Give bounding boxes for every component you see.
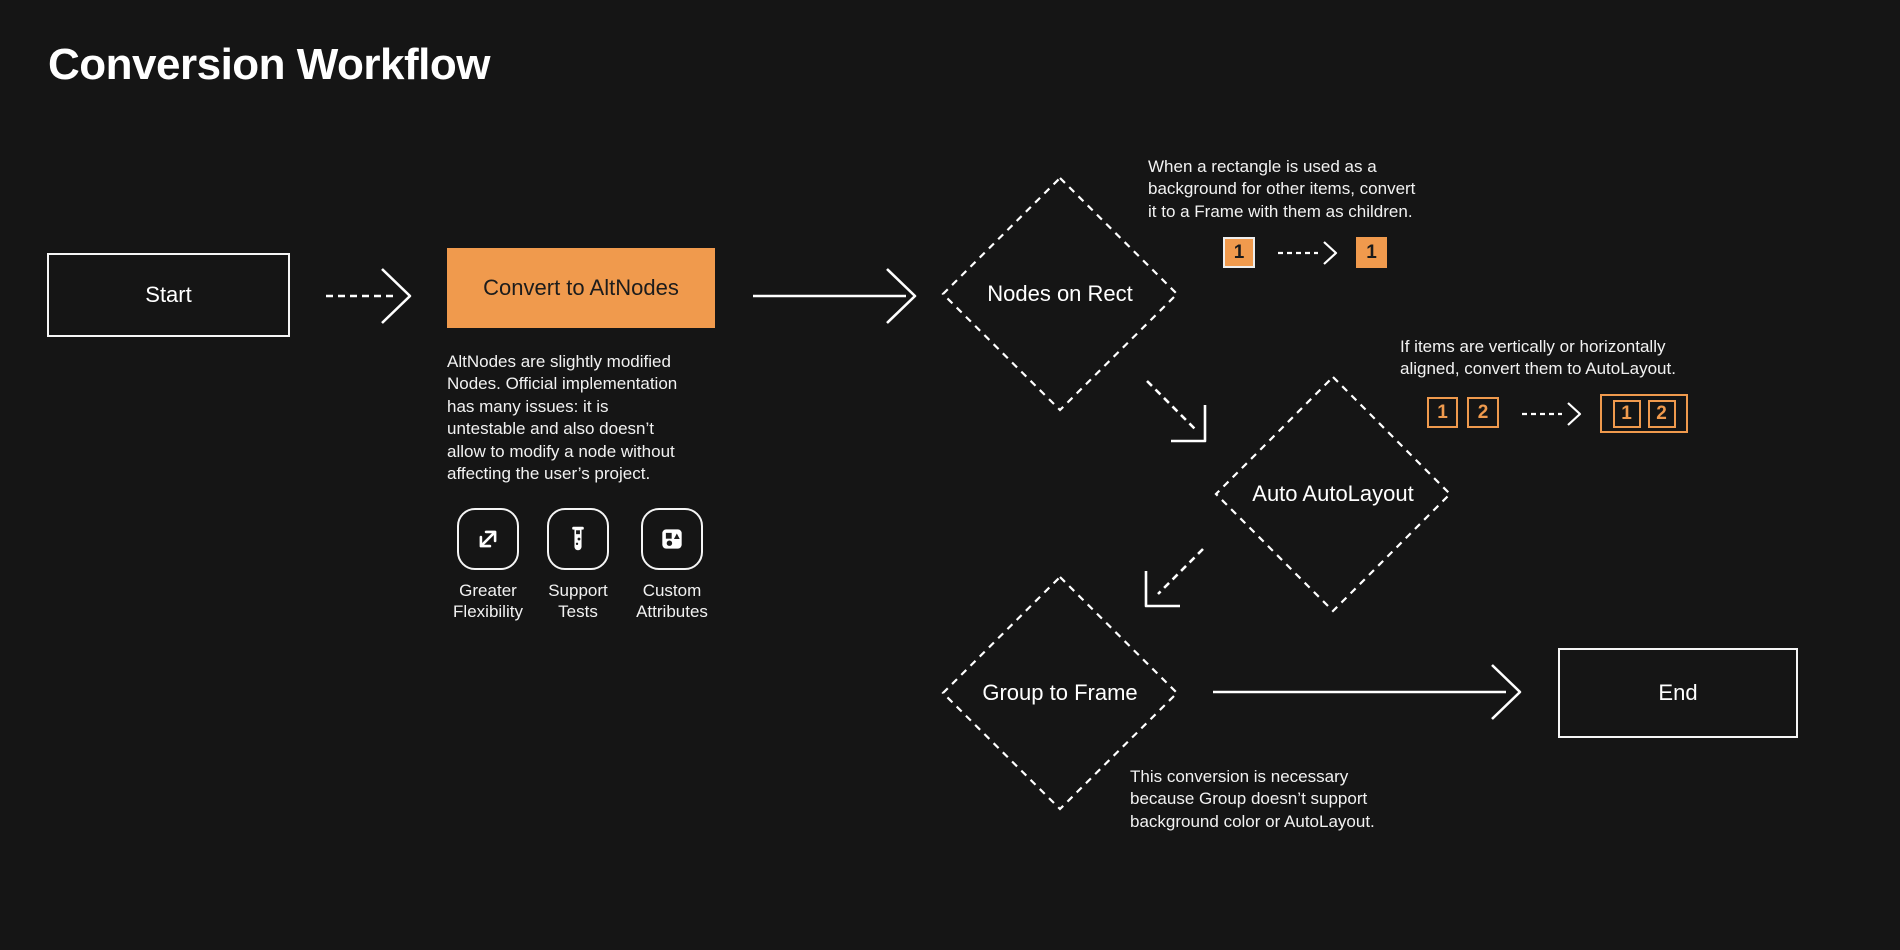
arrow-mini-rect-to-frame [1278,241,1338,265]
node-end-label: End [1658,680,1698,705]
node-convert-label: Convert to AltNodes [483,275,679,300]
mini-item-chip: 1 [1427,397,1458,428]
mini-rect-chip: 1 [1223,237,1255,268]
arrow-auto-autolayout-to-group-to-frame [1144,548,1204,608]
node-end: End [1558,648,1798,738]
note-line: it to a Frame with them as children. [1148,201,1413,221]
node-convert-to-altnodes: Convert to AltNodes [447,248,715,328]
mini-autolayout-group: 1 2 [1600,394,1688,433]
note-altnodes: AltNodes are slightly modified Nodes. Of… [447,351,677,485]
diamond-auto-autolayout [1214,375,1452,613]
feature-custom-attributes: Custom Attributes [627,508,717,622]
arrow-convert-to-nodes-on-rect [753,268,917,324]
page-title: Conversion Workflow [48,40,490,89]
feature-support-tests: Support Tests [533,508,623,622]
diamond-group-to-frame [941,575,1179,811]
arrow-group-to-frame-to-end [1213,664,1522,720]
expand-arrows-icon [457,508,519,570]
note-line: Nodes. Official implementation [447,374,678,394]
note-line: has many issues: it is [447,396,609,416]
mini-frame-chip: 1 [1356,237,1387,268]
node-start: Start [47,253,290,337]
note-group-to-frame: This conversion is necessary because Gro… [1130,766,1375,833]
mini-item-chip: 2 [1647,399,1676,428]
note-line: allow to modify a node without [447,441,675,461]
arrow-start-to-convert [326,268,412,324]
note-line: When a rectangle is used as a [1148,157,1377,176]
feature-label: Greater Flexibility [453,581,523,621]
node-nodes-on-rect: Nodes on Rect [987,281,1133,306]
note-line: affecting the user’s project. [447,464,651,484]
node-start-label: Start [145,282,192,307]
feature-label: Support Tests [548,581,608,621]
note-auto-autolayout: If items are vertically or horizontally … [1400,336,1676,381]
note-line: untestable and also doesn’t [447,419,654,439]
arrow-mini-items-to-autolayout [1522,402,1582,426]
feature-greater-flexibility: Greater Flexibility [443,508,533,622]
feature-label: Custom Attributes [636,581,708,621]
note-line: This conversion is necessary [1130,767,1349,786]
test-tube-icon [547,508,609,570]
note-line: AltNodes are slightly modified [447,352,671,371]
arrow-nodes-on-rect-to-auto-autolayout [1146,380,1207,443]
mini-item-chip: 2 [1467,397,1499,428]
note-nodes-on-rect: When a rectangle is used as a background… [1148,156,1415,223]
diamond-nodes-on-rect [941,176,1179,412]
note-line: background color or AutoLayout. [1130,811,1375,831]
note-line: because Group doesn’t support [1130,789,1368,809]
shapes-icon [641,508,703,570]
note-line: background for other items, convert [1148,179,1416,199]
note-line: aligned, convert them to AutoLayout. [1400,359,1676,379]
node-auto-autolayout: Auto AutoLayout [1252,481,1414,506]
note-line: If items are vertically or horizontally [1400,337,1666,356]
mini-item-chip: 1 [1612,399,1641,428]
node-group-to-frame: Group to Frame [982,680,1138,705]
